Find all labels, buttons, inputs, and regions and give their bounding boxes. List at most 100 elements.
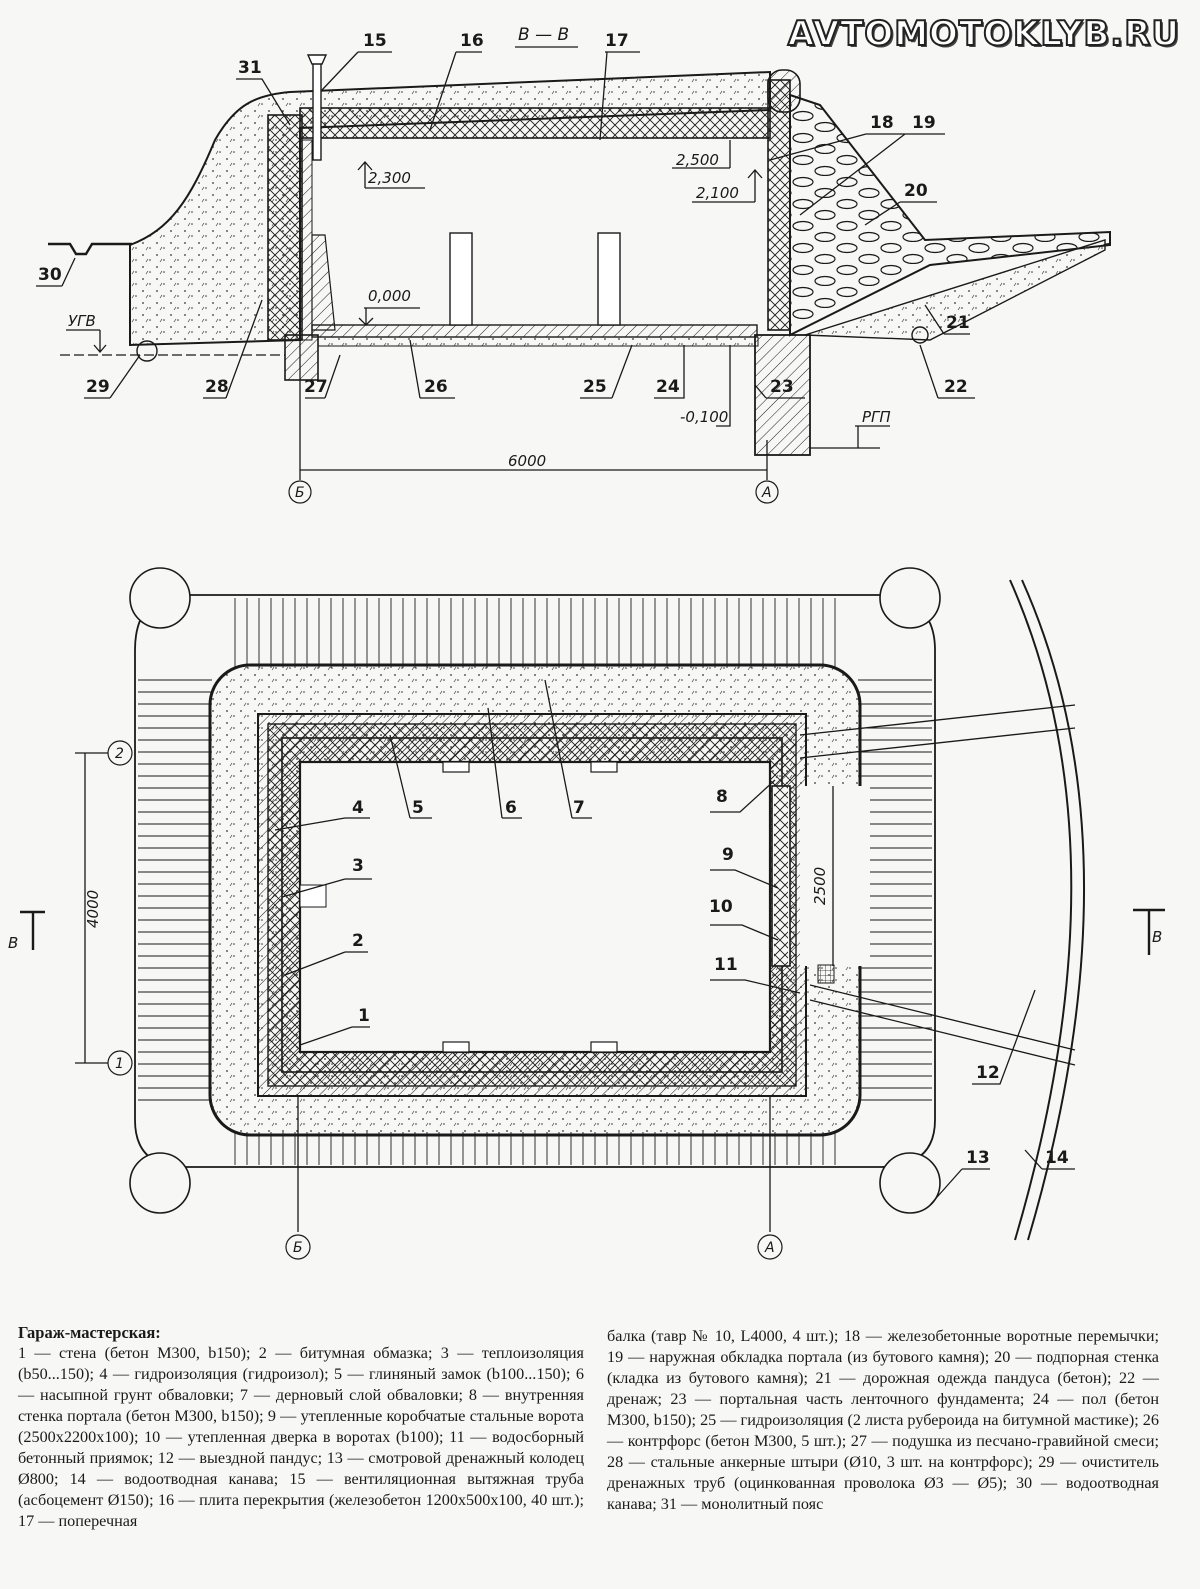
sand-cushion: [317, 336, 759, 347]
floor-slab: [311, 324, 758, 338]
gate-dimension: 2500: [811, 867, 829, 905]
slope-hatching: [138, 598, 932, 1165]
elev-mark: [66, 329, 107, 353]
callout-5: 5: [412, 798, 424, 818]
callout-7: 7: [573, 798, 585, 818]
leader: [710, 779, 776, 813]
drain-channel-outer: [1009, 579, 1073, 1241]
ramp-pavement: [804, 239, 1106, 341]
caption-text-left: 1 — стена (бетон М300, b150); 2 — битумн…: [18, 1344, 584, 1530]
wall-concrete: [301, 139, 313, 341]
callout-10: 10: [709, 897, 733, 917]
callout-12: 12: [976, 1063, 1000, 1083]
site-watermark: AVTOMOTOKLYB.RU: [787, 13, 1180, 55]
axis-label-b: Б: [295, 485, 305, 501]
roof-slab: [299, 107, 771, 139]
axis-marker-a2: [757, 1234, 783, 1260]
callout-16: 16: [460, 31, 484, 51]
callout-26: 26: [424, 377, 448, 397]
elev-gate-top: 2,100: [696, 184, 739, 202]
leader: [284, 951, 368, 976]
callout-23: 23: [770, 377, 794, 397]
garage-drawing: В — В 2: [8, 25, 1165, 1260]
callout-9: 9: [722, 845, 734, 865]
section-mark-left: [20, 910, 45, 950]
vent-pipe: [312, 59, 322, 161]
elev-ceiling-right: 2,500: [676, 151, 719, 169]
callout-8: 8: [716, 787, 728, 807]
leader: [429, 51, 482, 131]
callout-30: 30: [38, 265, 62, 285]
axis-marker-b2: [285, 1234, 311, 1260]
drain-pipe-right: [911, 326, 929, 344]
leader: [599, 51, 640, 141]
vent-cap: [306, 54, 328, 65]
leader: [281, 878, 372, 898]
elev-subfloor: -0,100: [680, 408, 728, 426]
caption-right: балка (тавр № 10, L4000, 4 шт.); 18 — же…: [607, 1326, 1159, 1515]
leader: [710, 924, 779, 941]
gate-leaf: [774, 786, 788, 966]
leader: [1024, 1149, 1075, 1170]
section-callouts: 15 16 17 18 19 20 21 22 23 24 25 26 27: [36, 31, 975, 399]
plan-callouts: 1 2 3 4 5 6 7 8 9 10 11 12 13 1: [274, 679, 1075, 1206]
callout-29: 29: [86, 377, 110, 397]
callout-19: 19: [912, 113, 936, 133]
callout-31: 31: [238, 58, 262, 78]
callout-15: 15: [363, 31, 387, 51]
callout-6: 6: [505, 798, 517, 818]
portal-inner-wall: [767, 79, 791, 331]
leader: [409, 339, 455, 399]
section-mark-right-label: В: [1152, 928, 1162, 946]
section-mark-right: [1133, 908, 1165, 955]
leader: [654, 345, 685, 399]
ramp-edges: [799, 704, 1076, 1066]
leader: [754, 384, 805, 399]
leader: [299, 1026, 370, 1046]
callout-13: 13: [966, 1148, 990, 1168]
callout-1: 1: [358, 1006, 370, 1026]
leader: [864, 201, 937, 226]
width-dimension: 4000: [84, 890, 102, 928]
left-wall: [267, 114, 303, 341]
leader: [84, 354, 141, 399]
plan-contrafort: [442, 1041, 470, 1053]
elev-mark: [672, 140, 731, 169]
elev-mark: [692, 169, 763, 203]
buttress: [311, 234, 336, 331]
elev-mark: [716, 345, 731, 427]
garage-interior: [298, 760, 772, 1054]
leader: [487, 707, 522, 819]
section-view: В — В 2: [36, 25, 1111, 504]
leader: [710, 979, 801, 994]
section-title: В — В: [518, 25, 569, 45]
elevation-marks: 2,300 2,500 2,100 0,000 -0,100 УГВ РГП: [66, 140, 891, 449]
callout-18: 18: [870, 113, 894, 133]
drain-channel-inner: [1021, 579, 1086, 1241]
callout-4: 4: [352, 798, 364, 818]
stone-retaining-wall: [789, 93, 1111, 337]
axis-marker-a: [755, 480, 779, 504]
leader: [924, 304, 970, 335]
elev-mark: [810, 425, 890, 449]
leader: [769, 133, 905, 161]
axis-label-a: А: [761, 485, 772, 501]
elev-floor: 0,000: [368, 287, 411, 305]
leader: [544, 679, 592, 819]
callout-21: 21: [946, 313, 970, 333]
drain-pipe: [136, 340, 158, 362]
leader: [972, 989, 1036, 1085]
callout-3: 3: [352, 856, 364, 876]
callout-2: 2: [352, 931, 364, 951]
section-mark-left-label: В: [8, 934, 18, 952]
callout-11: 11: [714, 955, 738, 975]
plan-axis-label-a: А: [764, 1240, 775, 1256]
leader: [36, 257, 76, 287]
contrafort-2: [597, 232, 621, 326]
axis-marker-b: [288, 480, 312, 504]
contrafort-1: [449, 232, 473, 326]
callout-28: 28: [205, 377, 229, 397]
leader: [321, 51, 392, 91]
leader: [710, 869, 779, 889]
drain-ditch: [48, 242, 132, 256]
